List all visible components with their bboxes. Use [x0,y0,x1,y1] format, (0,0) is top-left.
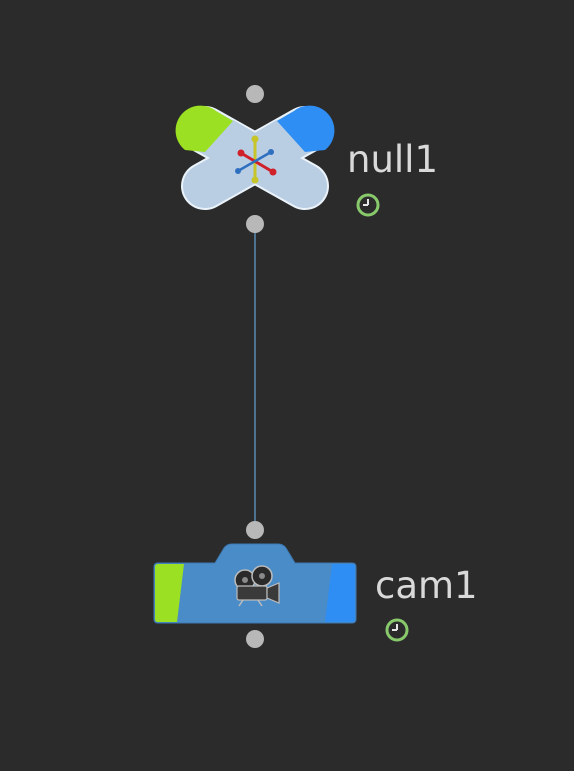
clock-icon [356,193,380,217]
display-flag[interactable] [155,564,184,622]
node-name-label[interactable]: cam1 [375,564,478,607]
render-flag[interactable] [277,105,335,152]
null-axis-icon [235,135,277,184]
input-connector[interactable] [246,85,264,103]
input-connector[interactable] [246,521,264,539]
display-flag[interactable] [175,105,233,152]
movie-camera-icon [234,565,280,607]
node-name-label[interactable]: null1 [347,138,439,181]
output-connector[interactable] [246,215,264,233]
render-flag[interactable] [325,564,355,622]
node-cam1[interactable] [153,521,409,648]
node-null1[interactable] [175,85,380,233]
output-connector[interactable] [246,630,264,648]
clock-icon [385,618,409,642]
